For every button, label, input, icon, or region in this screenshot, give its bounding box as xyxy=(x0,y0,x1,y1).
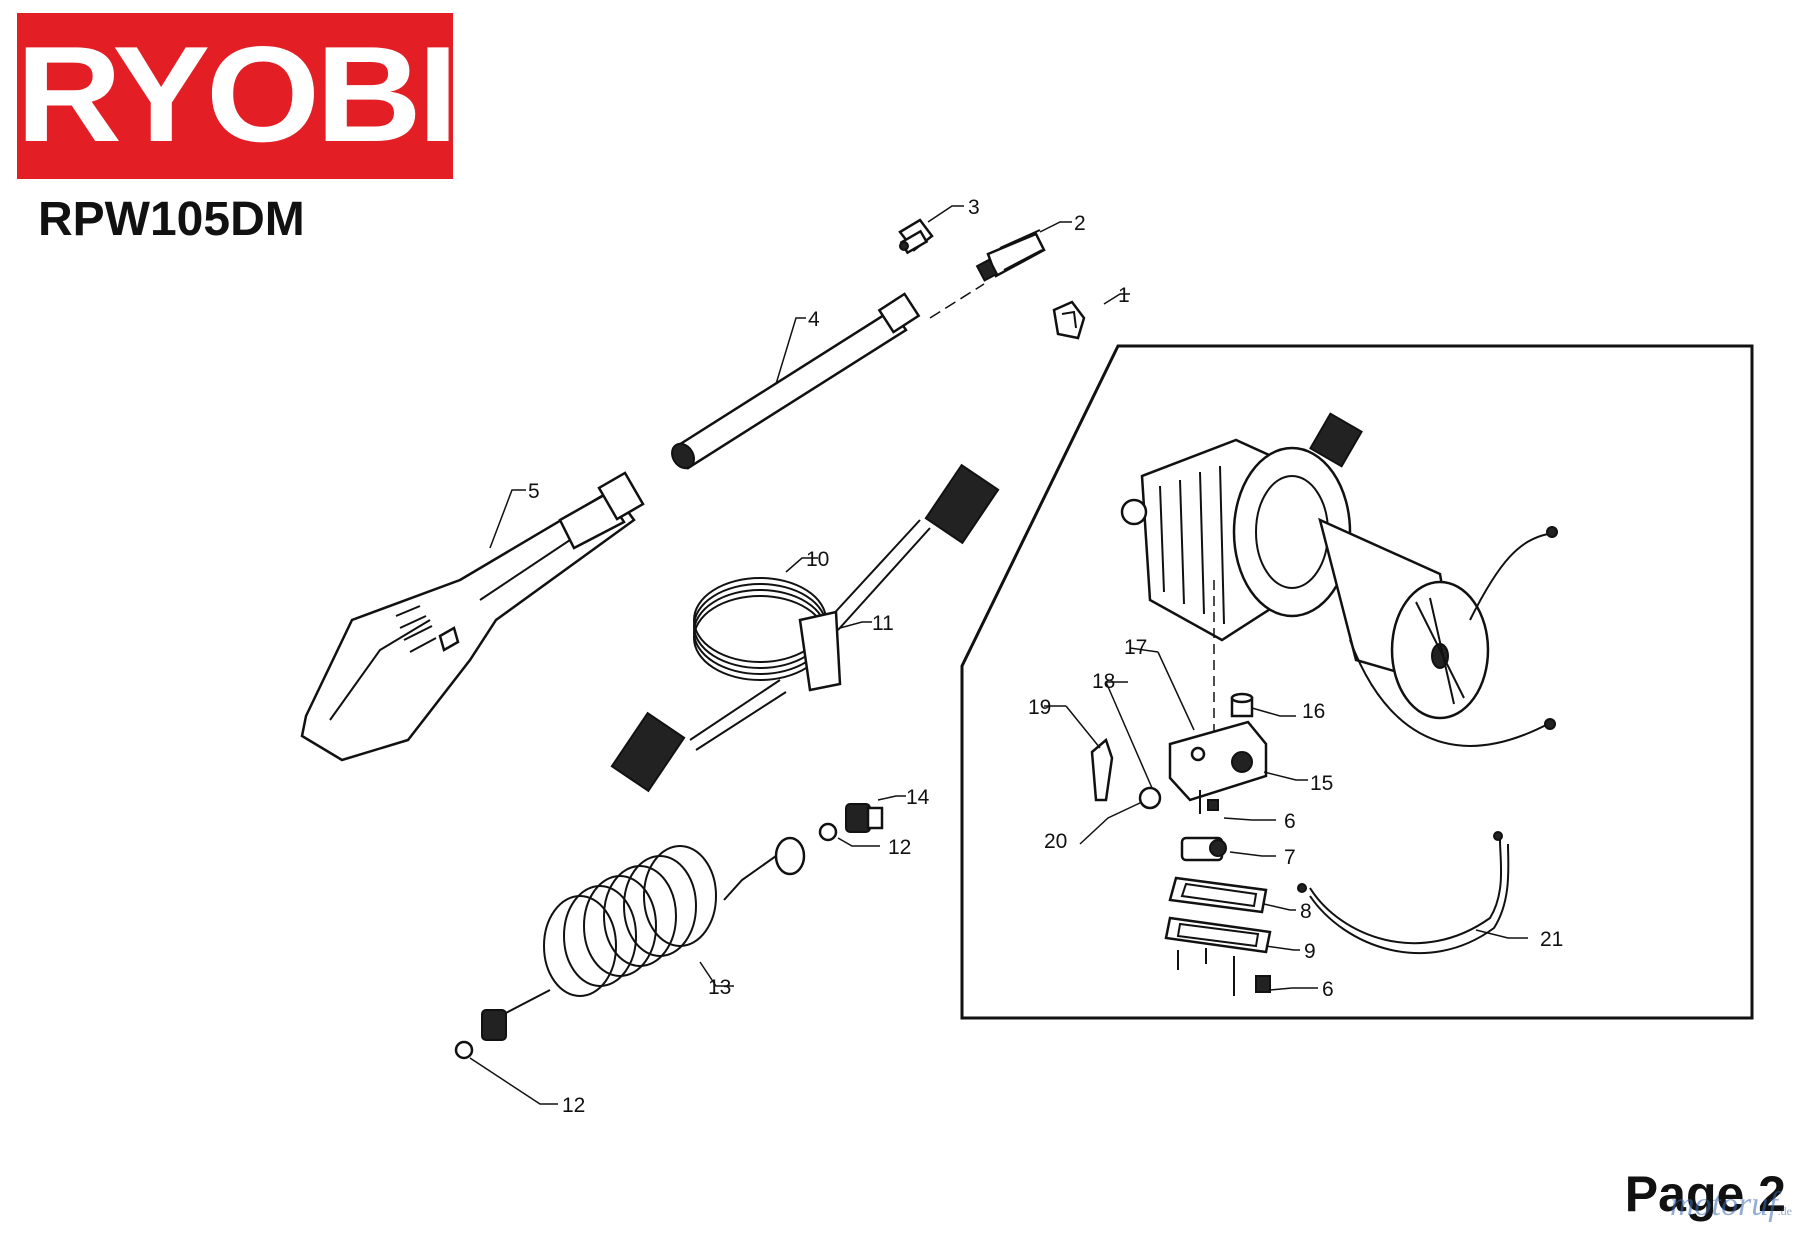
part-4-lance xyxy=(671,292,921,470)
watermark-text: motoruf xyxy=(1669,1186,1778,1223)
ryobi-logo: RYOBI xyxy=(16,13,458,179)
part-20-plug xyxy=(1138,786,1162,810)
callout-1: 1 xyxy=(1118,284,1130,307)
part-2-adjustable-nozzle xyxy=(975,229,1046,282)
part-12-washer-upper xyxy=(818,822,838,842)
part-3-nozzle xyxy=(898,218,934,255)
part-7-switch xyxy=(1180,836,1227,862)
watermark: motoruf.de xyxy=(1670,1186,1792,1224)
part-15-manifold-block xyxy=(1168,720,1268,802)
assembly-axis-line xyxy=(929,283,985,319)
callout-5: 5 xyxy=(528,480,540,503)
part-6-screws xyxy=(1177,790,1271,996)
part-12-washer-lower xyxy=(454,1040,474,1060)
brand-name: RYOBI xyxy=(15,18,458,170)
callout-6-lower: 6 xyxy=(1322,978,1334,1001)
callout-20: 20 xyxy=(1044,830,1067,853)
callout-12-lower: 12 xyxy=(562,1094,585,1117)
callout-14: 14 xyxy=(906,786,930,809)
part-16-check-valve xyxy=(1230,692,1254,718)
part-10-hose xyxy=(610,463,1000,793)
part-5-spray-gun xyxy=(300,471,645,762)
part-11-hose-clip xyxy=(798,610,842,692)
callout-2: 2 xyxy=(1074,212,1086,235)
part-8-gasket xyxy=(1168,876,1268,914)
callout-leaders xyxy=(469,205,1528,1105)
callout-6-upper: 6 xyxy=(1284,810,1296,833)
page-number: Page 2 xyxy=(1624,1166,1786,1222)
pump-motor-assembly xyxy=(1120,412,1558,747)
callout-3: 3 xyxy=(968,196,980,219)
callout-labels: 1 2 3 4 5 6 6 7 8 9 10 11 12 12 13 14 15… xyxy=(528,196,1563,1117)
callout-12-upper: 12 xyxy=(888,836,911,859)
callout-4: 4 xyxy=(808,308,820,331)
callout-9: 9 xyxy=(1304,940,1316,963)
callout-17: 17 xyxy=(1124,636,1147,659)
callout-8: 8 xyxy=(1300,900,1312,923)
part-9-cover-plate xyxy=(1164,916,1272,954)
callout-10: 10 xyxy=(806,548,829,571)
callout-16: 16 xyxy=(1302,700,1325,723)
callout-7: 7 xyxy=(1284,846,1296,869)
callout-19: 19 xyxy=(1028,696,1051,719)
model-number: RPW105DM xyxy=(38,193,305,246)
part-13-coiled-hose xyxy=(481,836,806,1041)
part-14-inlet-connector xyxy=(845,803,884,833)
callout-15: 15 xyxy=(1310,772,1333,795)
callout-18: 18 xyxy=(1092,670,1115,693)
part-19-lever xyxy=(1090,737,1114,802)
watermark-tld: .de xyxy=(1777,1204,1792,1218)
pump-assembly-inset-frame xyxy=(960,344,1754,1020)
part-21-cable xyxy=(1297,831,1510,955)
callout-11: 11 xyxy=(872,612,894,635)
callout-13: 13 xyxy=(708,976,731,999)
part-1-clip xyxy=(1052,300,1086,340)
callout-21: 21 xyxy=(1540,928,1563,951)
